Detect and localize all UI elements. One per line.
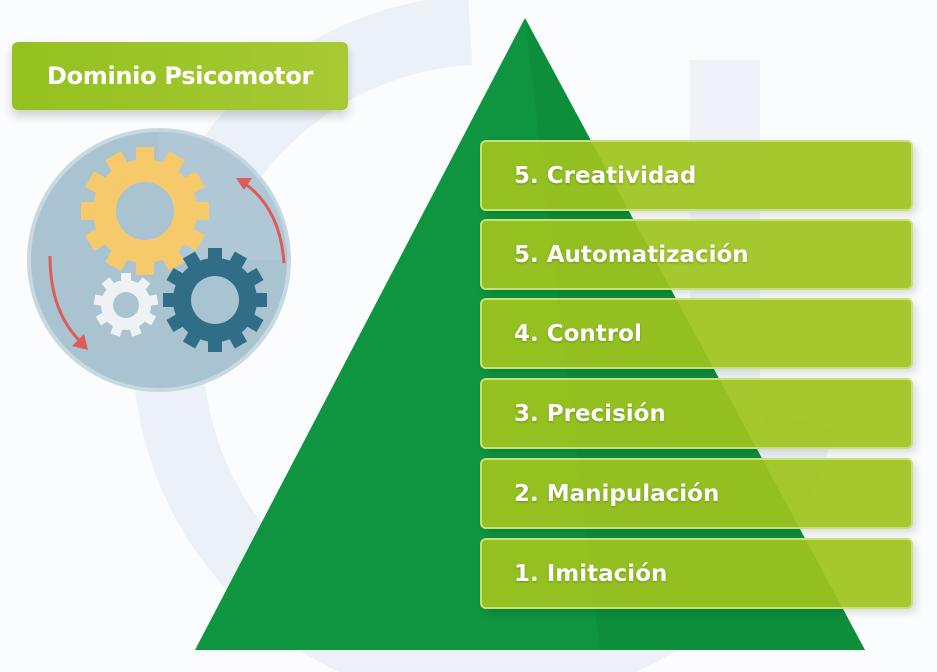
pyramid-level-control: 4. Control [480, 298, 913, 369]
gears-icon [27, 128, 291, 392]
pyramid-level-manipulacion: 2. Manipulación [480, 458, 913, 529]
pyramid-level-imitacion: 1. Imitación [480, 538, 913, 609]
rotate-arrow-icon [243, 181, 286, 264]
pyramid-level-automatizacion: 5. Automatización [480, 219, 913, 290]
pyramid-level-creatividad: 5. Creatividad [480, 140, 913, 211]
page-title: Dominio Psicomotor [12, 42, 348, 110]
pyramid-level-precision: 3. Precisión [480, 378, 913, 449]
